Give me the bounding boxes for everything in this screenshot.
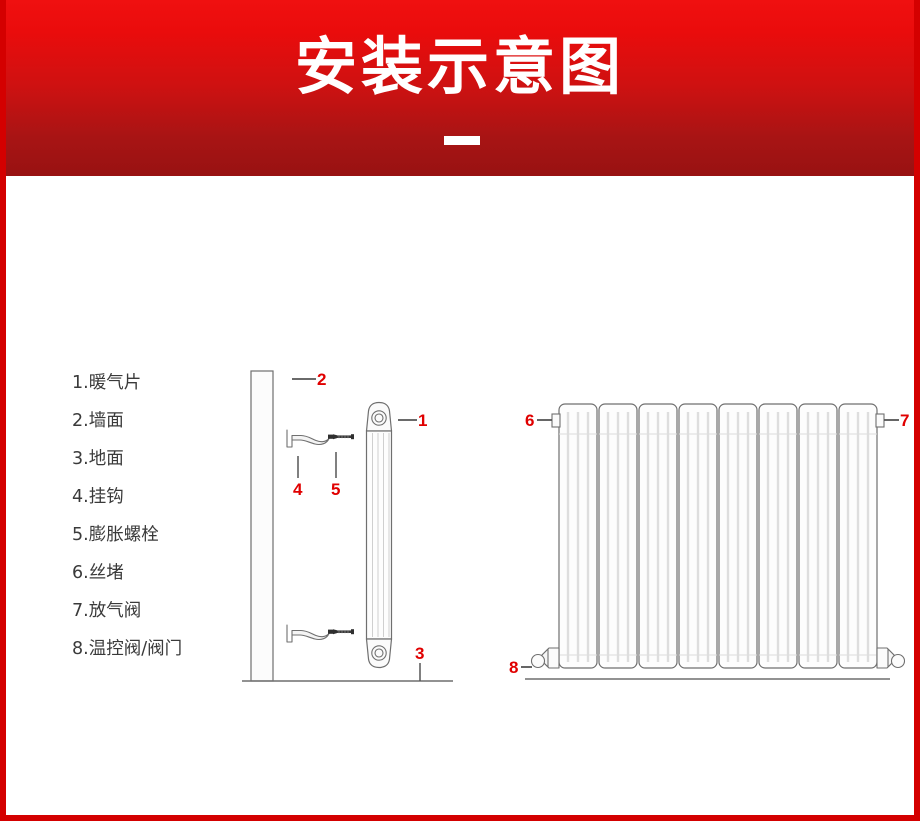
radiator-section-6 [758,403,798,669]
page-title: 安装示意图 [294,30,625,103]
legend-item-2: 2.墙面 [72,411,124,431]
radiator-section-3 [638,403,678,669]
header-banner: 安装示意图 [6,0,914,176]
thermostatic-valve-right [876,647,906,669]
hook-upper [286,429,330,448]
hook-lower [286,624,330,643]
radiator-section-2 [598,403,638,669]
legend-item-6: 6.丝堵 [72,563,124,583]
plug-left [551,413,561,428]
legend-item-3: 3.地面 [72,449,124,469]
expansion-bolt-lower [327,628,355,635]
radiator-section-side [365,401,393,669]
side-view-group [242,370,453,682]
wall [250,370,274,682]
title-divider-dash [444,136,480,145]
callout-3: 3 [415,644,425,663]
callout-7: 7 [900,411,910,430]
legend-list: 1.暖气片 2.墙面 3.地面 4.挂钩 5.膨胀螺栓 6.丝堵 7.放气阀 8… [72,373,262,679]
radiator-section-7 [798,403,838,669]
callout-2: 2 [317,370,327,389]
air-valve-right [875,413,885,428]
callout-5: 5 [331,480,341,499]
callout-8: 8 [509,658,519,677]
thermostatic-valve-left [530,647,560,669]
expansion-bolt-upper [327,433,355,440]
legend-item-7: 7.放气阀 [72,601,142,621]
legend-item-1: 1.暖气片 [72,373,142,393]
radiator-sections [558,403,878,669]
radiator-section-5 [718,403,758,669]
callout-6: 6 [525,411,535,430]
radiator-section-8 [838,403,878,669]
callout-1: 1 [418,411,428,430]
radiator-section-1 [558,403,598,669]
technical-drawing [242,370,906,682]
callout-4: 4 [293,480,303,499]
legend-item-8: 8.温控阀/阀门 [72,639,183,659]
radiator-section-4 [678,403,718,669]
legend-item-4: 4.挂钩 [72,487,124,507]
front-view-group [521,403,906,680]
legend-item-5: 5.膨胀螺栓 [72,525,159,545]
